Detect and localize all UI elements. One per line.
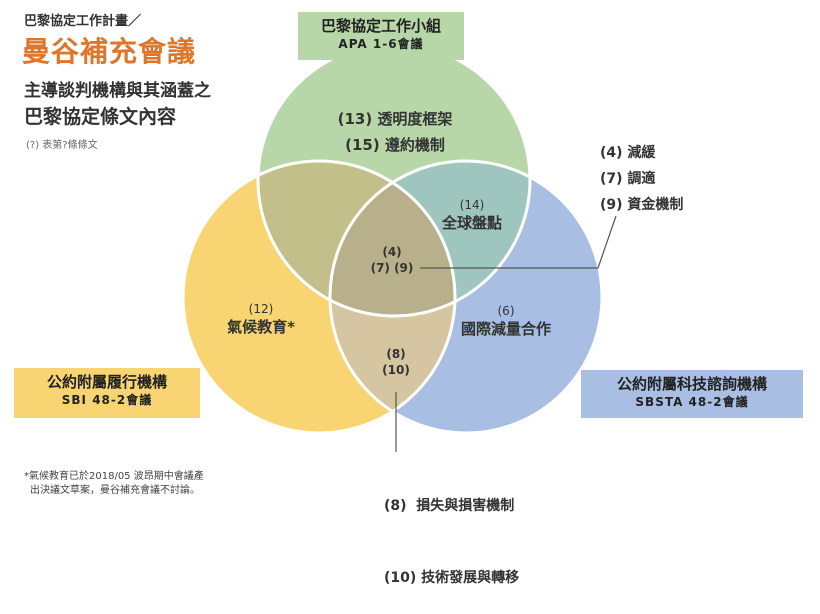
region-num: (12) xyxy=(248,302,274,316)
sbi-label-box: 公約附屬履行機構 SBI 48-2會議 xyxy=(14,368,200,418)
sbi-only-region: (12) 氣候教育* xyxy=(206,302,316,337)
center-overlap xyxy=(330,161,455,316)
footnote-line-2: 出決議文草案，曼谷補充會議不討論。 xyxy=(30,485,200,496)
region-label: 國際減量合作 xyxy=(460,320,551,338)
center-region: (4) (7) (9) xyxy=(364,244,420,276)
apa-label-box: 巴黎協定工作小組 APA 1-6會議 xyxy=(298,12,464,60)
side-article-list: (4) 減緩 (7) 調適 (9) 資金機制 xyxy=(600,140,683,218)
apa-only-region: (13) 透明度框架 (15) 遵約機制 xyxy=(330,106,460,158)
header-small-title: 巴黎協定工作計畫／ xyxy=(24,14,142,29)
list-item: (10) 技術發展與轉移 xyxy=(384,570,520,586)
region-num: (14) xyxy=(459,198,485,212)
sbi-code: SBI 48-2會議 xyxy=(61,393,153,407)
subtitle-line-1: 主導談判機構與其涵蓋之 xyxy=(24,81,211,101)
sbi-title: 公約附屬履行機構 xyxy=(46,373,167,391)
sbsta-title: 公約附屬科技諮詢機構 xyxy=(616,375,767,393)
region-label: 氣候教育* xyxy=(227,318,295,336)
sbi-sbsta-region: (8) (10) xyxy=(372,346,420,378)
sbi-outline xyxy=(181,159,457,435)
list-item: (7) 調適 xyxy=(600,171,656,187)
page-title: 曼谷補充會議 xyxy=(22,35,197,68)
region-num: (6) xyxy=(497,304,515,318)
apa-code: APA 1-6會議 xyxy=(338,37,424,51)
legend-note: (?) 表第?條條文 xyxy=(26,140,98,151)
sbsta-label-box: 公約附屬科技諮詢機構 SBSTA 48-2會議 xyxy=(581,370,803,418)
region-label: 全球盤點 xyxy=(441,214,502,232)
region-num: (8) xyxy=(386,347,406,361)
region-num: (10) xyxy=(382,363,410,377)
region-num: (4) xyxy=(382,245,402,259)
region-item: (13) 透明度框架 xyxy=(337,110,453,128)
bottom-article-list: (8) 損失與損害機制 (10) 技術發展與轉移 xyxy=(384,446,519,614)
sbsta-outline xyxy=(328,159,604,435)
sbsta-only-region: (6) 國際減量合作 xyxy=(446,304,566,339)
footnote-line-1: *氣候教育已於2018/05 波昂期中會議產 xyxy=(24,471,204,482)
region-num: (7) (9) xyxy=(370,261,414,275)
footnote: *氣候教育已於2018/05 波昂期中會議產 出決議文草案，曼谷補充會議不討論。 xyxy=(24,470,204,498)
connector-center-to-side-list xyxy=(420,215,617,269)
region-item: (15) 遵約機制 xyxy=(345,136,445,154)
list-item: (8) 損失與損害機制 xyxy=(384,498,515,514)
venn-diagram xyxy=(181,42,617,452)
subtitle-line-2: 巴黎協定條文內容 xyxy=(24,106,177,128)
list-item: (4) 減緩 xyxy=(600,145,656,161)
sbsta-code: SBSTA 48-2會議 xyxy=(635,395,749,409)
apa-sbsta-region: (14) 全球盤點 xyxy=(432,198,512,233)
apa-title: 巴黎協定工作小組 xyxy=(320,17,441,35)
list-item: (9) 資金機制 xyxy=(600,197,684,213)
